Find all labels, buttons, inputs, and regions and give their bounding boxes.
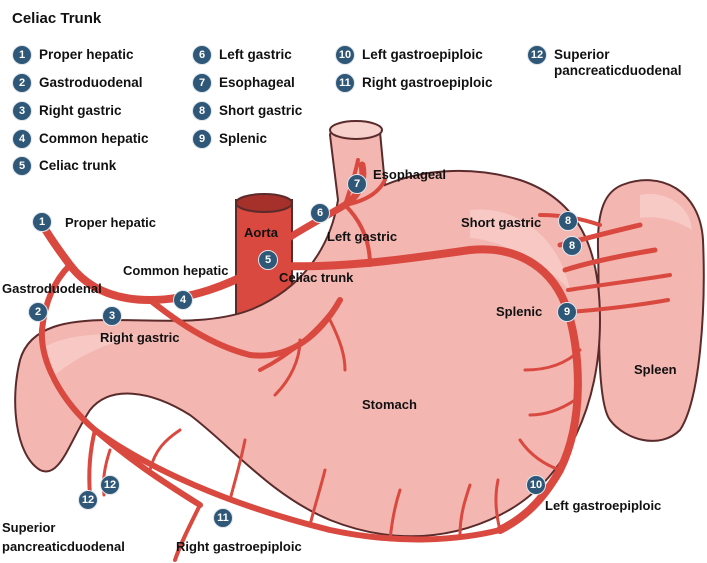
- legend-label-3: Right gastric: [39, 103, 122, 118]
- legend-label-12: Superior pancreaticduodenal: [554, 47, 682, 78]
- legend-item-8: 8 Short gastric: [192, 101, 302, 121]
- legend-label-2: Gastroduodenal: [39, 75, 143, 90]
- label-stomach: Stomach: [362, 397, 417, 412]
- label-superior-pd-line2: pancreaticduodenal: [2, 539, 125, 554]
- legend-badge-2: 2: [12, 73, 32, 93]
- spleen-shape: [596, 179, 705, 442]
- legend-badge-1: 1: [12, 45, 32, 65]
- legend-label-11: Right gastroepiploic: [362, 75, 493, 90]
- legend-badge-7: 7: [192, 73, 212, 93]
- legend-label-7: Esophageal: [219, 75, 295, 90]
- legend-item-4: 4 Common hepatic: [12, 129, 149, 149]
- legend-badge-8: 8: [192, 101, 212, 121]
- legend-label-4: Common hepatic: [39, 131, 149, 146]
- legend-item-2: 2 Gastroduodenal: [12, 73, 143, 93]
- legend-label-8: Short gastric: [219, 103, 303, 118]
- marker-2: 2: [28, 302, 48, 322]
- legend-label-10: Left gastroepiploic: [362, 47, 483, 62]
- marker-4: 4: [173, 290, 193, 310]
- marker-3: 3: [102, 306, 122, 326]
- marker-8a: 8: [558, 211, 578, 231]
- label-right-gastric: Right gastric: [100, 330, 180, 345]
- marker-9: 9: [557, 302, 577, 322]
- legend-item-12: 12 Superior pancreaticduodenal: [527, 45, 702, 79]
- marker-12a: 12: [78, 490, 98, 510]
- marker-10: 10: [526, 475, 546, 495]
- legend-badge-6: 6: [192, 45, 212, 65]
- legend-item-9: 9 Splenic: [192, 129, 267, 149]
- label-splenic: Splenic: [496, 304, 543, 319]
- legend-label-9: Splenic: [219, 131, 268, 146]
- legend-badge-4: 4: [12, 129, 32, 149]
- marker-12b: 12: [100, 475, 120, 495]
- legend-label-1: Proper hepatic: [39, 47, 134, 62]
- legend-badge-11: 11: [335, 73, 355, 93]
- marker-6: 6: [310, 203, 330, 223]
- label-celiac-trunk: Celiac trunk: [279, 270, 354, 285]
- legend-badge-9: 9: [192, 129, 212, 149]
- label-left-gastroepiploic: Left gastroepiploic: [545, 498, 662, 513]
- legend-badge-10: 10: [335, 45, 355, 65]
- legend-item-10: 10 Left gastroepiploic: [335, 45, 483, 65]
- label-proper-hepatic: Proper hepatic: [65, 215, 157, 230]
- legend-item-3: 3 Right gastric: [12, 101, 122, 121]
- legend-item-11: 11 Right gastroepiploic: [335, 73, 493, 93]
- legend-item-6: 6 Left gastric: [192, 45, 292, 65]
- legend-item-7: 7 Esophageal: [192, 73, 295, 93]
- marker-8b: 8: [562, 236, 582, 256]
- legend-badge-12: 12: [527, 45, 547, 65]
- legend-item-1: 1 Proper hepatic: [12, 45, 134, 65]
- marker-11: 11: [213, 508, 233, 528]
- legend-badge-5: 5: [12, 156, 32, 176]
- label-gastroduodenal: Gastroduodenal: [2, 281, 102, 296]
- label-right-gastroepiploic: Right gastroepiploic: [176, 539, 302, 554]
- diagram-title: Celiac Trunk: [12, 10, 102, 27]
- marker-1: 1: [32, 212, 52, 232]
- marker-7: 7: [347, 174, 367, 194]
- label-aorta: Aorta: [244, 225, 278, 240]
- legend-item-5: 5 Celiac trunk: [12, 156, 116, 176]
- label-short-gastric: Short gastric: [461, 215, 542, 230]
- label-common-hepatic: Common hepatic: [123, 263, 229, 278]
- label-superior-pd-line1: Superior: [2, 520, 56, 535]
- legend-label-5: Celiac trunk: [39, 158, 117, 173]
- label-left-gastric: Left gastric: [327, 229, 398, 244]
- legend-label-6: Left gastric: [219, 47, 292, 62]
- legend-badge-3: 3: [12, 101, 32, 121]
- label-spleen: Spleen: [634, 362, 677, 377]
- label-esophageal: Esophageal: [373, 167, 446, 182]
- marker-5: 5: [258, 250, 278, 270]
